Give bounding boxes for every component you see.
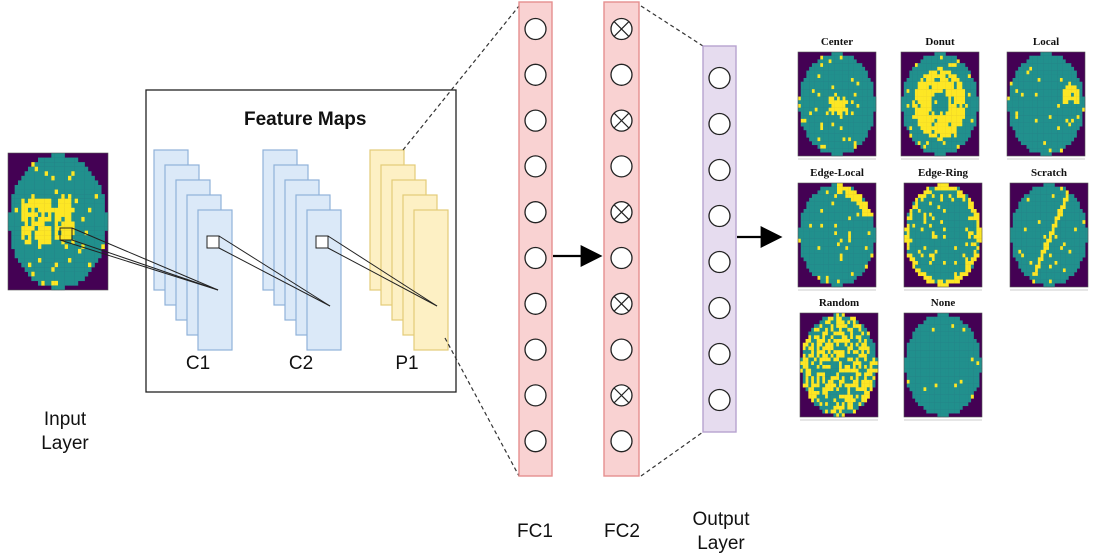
fc1-node-10 bbox=[524, 430, 547, 453]
fc1-node-3 bbox=[524, 109, 547, 132]
wafer-scratch bbox=[1009, 182, 1089, 288]
defect-class-grid bbox=[797, 51, 1089, 421]
class-label-local: Local bbox=[1032, 36, 1060, 48]
fc2-node-2 bbox=[610, 63, 633, 86]
fc1-node-7 bbox=[524, 292, 547, 315]
output-layer-label: Output Layer bbox=[692, 509, 750, 554]
class-label-edge-ring: Edge-Ring bbox=[917, 167, 969, 179]
fc1-node-8 bbox=[524, 338, 547, 361]
fc2-node-4 bbox=[610, 155, 633, 178]
class-label-none: None bbox=[930, 297, 956, 309]
class-label-center: Center bbox=[820, 36, 854, 48]
wafer-random bbox=[799, 312, 879, 418]
fc1-node-9 bbox=[524, 384, 547, 407]
input-wafer-cells bbox=[7, 152, 109, 291]
output-node-5 bbox=[708, 250, 731, 274]
fc2-label: FC2 bbox=[604, 521, 640, 542]
class-label-random: Random bbox=[818, 297, 860, 309]
fc2-dropout-mark-b-1 bbox=[613, 21, 630, 37]
c1-label: C1 bbox=[185, 353, 211, 374]
input-layer-label: Input Layer bbox=[41, 409, 89, 454]
c2-feature-map-stack bbox=[262, 149, 342, 351]
class-label-edge-local: Edge-Local bbox=[810, 167, 864, 179]
feature-maps-title: Feature Maps bbox=[244, 109, 367, 130]
fc2-node-10 bbox=[610, 430, 633, 453]
fc2-dropout-mark-b-3 bbox=[613, 112, 630, 129]
p1-pooling-stack bbox=[369, 149, 449, 351]
output-node-3 bbox=[708, 158, 731, 182]
input-wafer-map bbox=[7, 152, 109, 291]
wafer-donut bbox=[900, 51, 980, 157]
output-node-1 bbox=[708, 66, 731, 90]
fc2-node-8 bbox=[610, 338, 633, 361]
fc1-node-2 bbox=[524, 63, 547, 86]
wafer-local bbox=[1006, 51, 1086, 157]
feature-maps-box bbox=[145, 89, 457, 393]
class-label-scratch: Scratch bbox=[1030, 167, 1068, 179]
output-node-8 bbox=[708, 388, 731, 412]
p1-label: P1 bbox=[395, 353, 419, 374]
wafer-none bbox=[903, 312, 983, 418]
fc2-dropout-mark-b-7 bbox=[613, 295, 630, 312]
output-layer bbox=[702, 45, 737, 433]
fc1-node-6 bbox=[524, 246, 547, 270]
fc1-layer bbox=[518, 1, 553, 477]
receptive-field-lines bbox=[59, 227, 438, 307]
c1-feature-map-stack bbox=[153, 149, 233, 351]
fc1-label: FC1 bbox=[517, 521, 553, 542]
class-label-donut: Donut bbox=[925, 36, 955, 48]
fc2-dropout-mark-b-9 bbox=[613, 387, 630, 404]
fc1-node-1 bbox=[524, 17, 547, 41]
wafer-edge-ring bbox=[903, 182, 983, 288]
fc2-node-6 bbox=[610, 246, 633, 270]
output-node-4 bbox=[708, 204, 731, 228]
projection-dashed-lines bbox=[402, 5, 704, 477]
fc1-node-4 bbox=[524, 155, 547, 178]
wafer-center bbox=[797, 51, 877, 157]
fc2-layer bbox=[603, 1, 640, 477]
output-node-6 bbox=[708, 296, 731, 320]
c1-map-5 bbox=[197, 209, 233, 351]
fc1-node-5 bbox=[524, 201, 547, 224]
c2-label: C2 bbox=[288, 353, 314, 374]
p1-map-5 bbox=[413, 209, 449, 351]
output-node-7 bbox=[708, 342, 731, 366]
output-node-2 bbox=[708, 112, 731, 136]
c2-map-5 bbox=[306, 209, 342, 351]
fc2-dropout-mark-b-5 bbox=[613, 204, 630, 221]
output-column bbox=[702, 45, 737, 433]
wafer-edge-local bbox=[797, 182, 877, 288]
